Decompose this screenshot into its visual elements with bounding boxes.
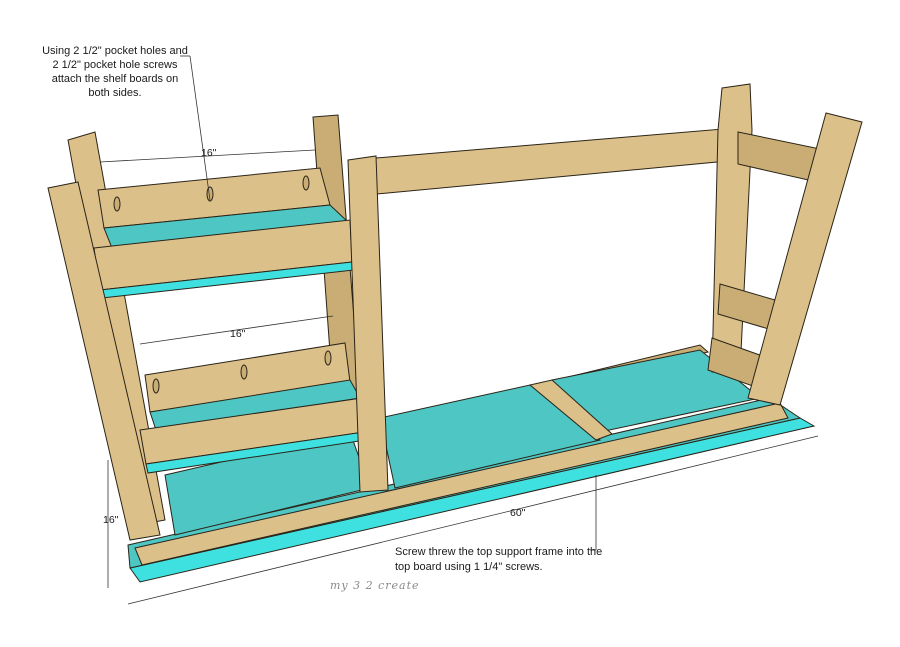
pocket-hole xyxy=(240,364,248,380)
watermark-logo: my 3 2 create xyxy=(330,579,420,592)
bottom-panel-mid xyxy=(379,384,602,489)
center-post xyxy=(347,155,389,493)
right-back-post xyxy=(711,83,753,373)
front-bottom-rail xyxy=(134,402,789,566)
top-frame-note: Screw threw the top support frame into t… xyxy=(395,546,603,573)
left-front-leg xyxy=(47,181,161,541)
length-label: 60" xyxy=(510,507,526,519)
pocket-hole xyxy=(152,378,160,394)
top-back-rail xyxy=(351,127,739,197)
shelf-width-mid-label: 16" xyxy=(230,328,246,340)
bottom-cross-brace xyxy=(528,379,613,441)
pocket-hole xyxy=(324,350,332,366)
shelf-width-top-label: 16" xyxy=(201,147,217,159)
right-front-leg xyxy=(747,112,863,406)
dimension-lines xyxy=(99,55,819,605)
pocket-hole xyxy=(302,175,310,191)
pocket-hole-note: Using 2 1/2" pocket holes and 2 1/2" poc… xyxy=(42,45,188,99)
pocket-hole xyxy=(113,196,121,212)
height-label: 16" xyxy=(103,514,119,526)
